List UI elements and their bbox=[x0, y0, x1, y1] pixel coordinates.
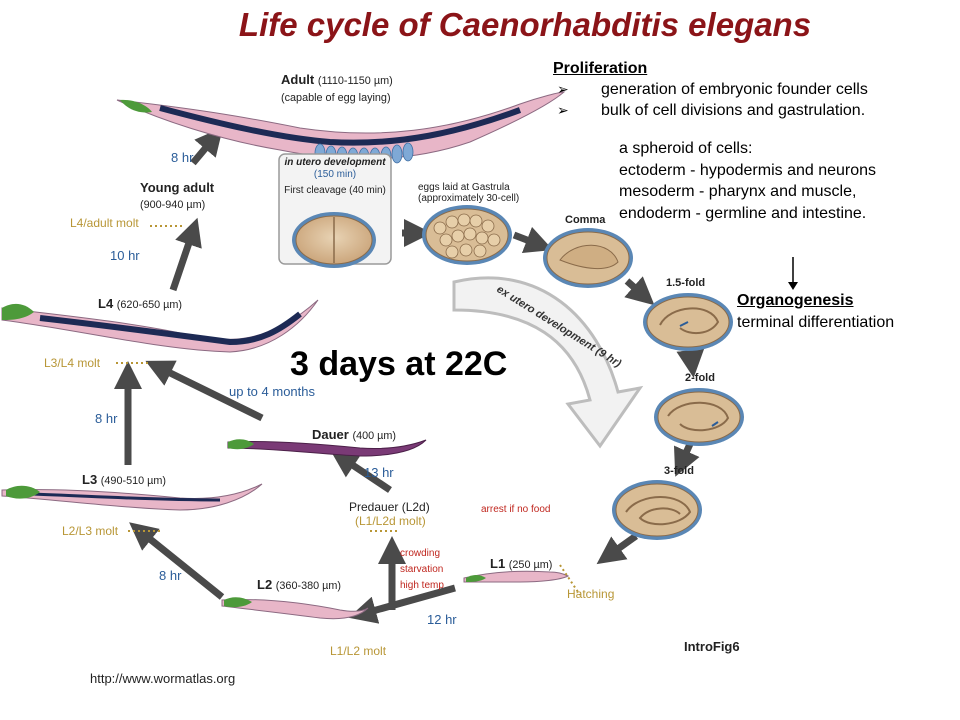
in-utero-box bbox=[278, 153, 392, 268]
fold-1-5-label: 1.5-fold bbox=[666, 277, 706, 289]
duration-l2-to-l3: 8 hr bbox=[159, 568, 182, 583]
stage-l4: L4 (620-650 µm) bbox=[98, 296, 183, 311]
arrow-predauer-to-dauer bbox=[330, 450, 392, 493]
arrow-l4-to-young bbox=[169, 217, 202, 292]
stage-l1: L1 (250 µm) bbox=[490, 556, 553, 571]
dauer-worm bbox=[227, 439, 427, 457]
page-title: Life cycle of Caenorhabditis elegans bbox=[238, 6, 812, 43]
proliferation-bullet: ➢generation of embryonic founder cells bbox=[557, 81, 868, 98]
gastrula-embryo bbox=[422, 205, 512, 265]
dauer-conditions: crowding starvation high temp bbox=[400, 548, 444, 591]
arrow-dauer-to-l4 bbox=[145, 360, 264, 422]
organogenesis-arrow bbox=[788, 257, 798, 290]
proliferation-block: Proliferation ➢generation of embryonic f… bbox=[553, 58, 868, 121]
arrow-l1-to-l2 bbox=[348, 584, 456, 624]
stage-young-adult: Young adult (900-940 µm) bbox=[140, 180, 215, 211]
source-url: http://www.wormatlas.org bbox=[90, 671, 236, 686]
organogenesis-block: Organogenesis terminal differentiation bbox=[737, 290, 894, 334]
stage-dauer: Dauer (400 µm) bbox=[312, 427, 397, 442]
l3-worm bbox=[1, 483, 263, 511]
duration-l1-to-l2: 12 hr bbox=[427, 612, 457, 627]
proliferation-heading: Proliferation bbox=[553, 60, 648, 77]
comma-embryo bbox=[543, 228, 633, 288]
stage-predauer: Predauer (L2d) (L1/L2d molt) bbox=[349, 500, 430, 528]
bullet-arrow-icon: ➢ bbox=[557, 102, 569, 118]
molt-l1-l2: L1/L2 molt bbox=[330, 644, 387, 658]
figure-id: IntroFig6 bbox=[684, 639, 740, 654]
fold-1-5-embryo bbox=[643, 293, 733, 351]
molt-l2-l3: L2/L3 molt bbox=[62, 524, 119, 538]
duration-dauer-to-l4: up to 4 months bbox=[229, 384, 315, 399]
duration-predauer-to-dauer: 13 hr bbox=[364, 465, 394, 480]
molt-hatching: Hatching bbox=[567, 587, 615, 601]
ex-utero-label: ex utero development (9 hr) bbox=[494, 283, 623, 370]
arrest-note: arrest if no food bbox=[481, 504, 551, 515]
arrow-2fold-to-3fold bbox=[673, 442, 700, 477]
stage-l3: L3 (490-510 µm) bbox=[82, 472, 167, 487]
l4-worm bbox=[1, 299, 319, 353]
gastrula-label: eggs laid at Gastrula (approximately 30-… bbox=[418, 182, 520, 204]
duration-l3-to-l4: 8 hr bbox=[95, 411, 118, 426]
l1-worm bbox=[463, 570, 570, 583]
duration-young-to-adult: 8 hr bbox=[171, 150, 194, 165]
fold-2-label: 2-fold bbox=[685, 372, 715, 384]
fold-3-embryo bbox=[612, 480, 702, 540]
bullet-arrow-icon: ➢ bbox=[557, 81, 569, 97]
organogenesis-text: terminal differentiation bbox=[737, 314, 895, 331]
l2-worm bbox=[221, 597, 369, 620]
molt-l3-l4: L3/L4 molt bbox=[44, 356, 101, 370]
comma-label: Comma bbox=[565, 214, 606, 226]
stage-l2: L2 (360-380 µm) bbox=[257, 577, 342, 592]
duration-l4-to-young: 10 hr bbox=[110, 248, 140, 263]
molt-markers bbox=[116, 225, 581, 596]
spheroid-description: a spheroid of cells: ectoderm - hypoderm… bbox=[619, 140, 877, 222]
stage-adult: Adult (1110-1150 µm) (capable of egg lay… bbox=[281, 72, 393, 104]
fold-2-embryo bbox=[654, 388, 744, 446]
in-utero-label: in utero development (150 min) First cle… bbox=[284, 157, 386, 196]
arrow-young-to-adult bbox=[190, 127, 224, 166]
proliferation-bullet: ➢bulk of cell divisions and gastrulation… bbox=[557, 102, 866, 119]
center-label: 3 days at 22C bbox=[290, 345, 508, 383]
arrow-gastrula-to-comma bbox=[512, 226, 554, 254]
molt-l4-adult: L4/adult molt bbox=[70, 216, 139, 230]
fold-3-label: 3-fold bbox=[664, 465, 694, 477]
organogenesis-heading: Organogenesis bbox=[737, 292, 854, 309]
arrow-3fold-to-l1 bbox=[596, 533, 639, 565]
arrow-l2-to-l3 bbox=[129, 522, 225, 600]
arrow-comma-to-1-5fold bbox=[624, 276, 655, 306]
